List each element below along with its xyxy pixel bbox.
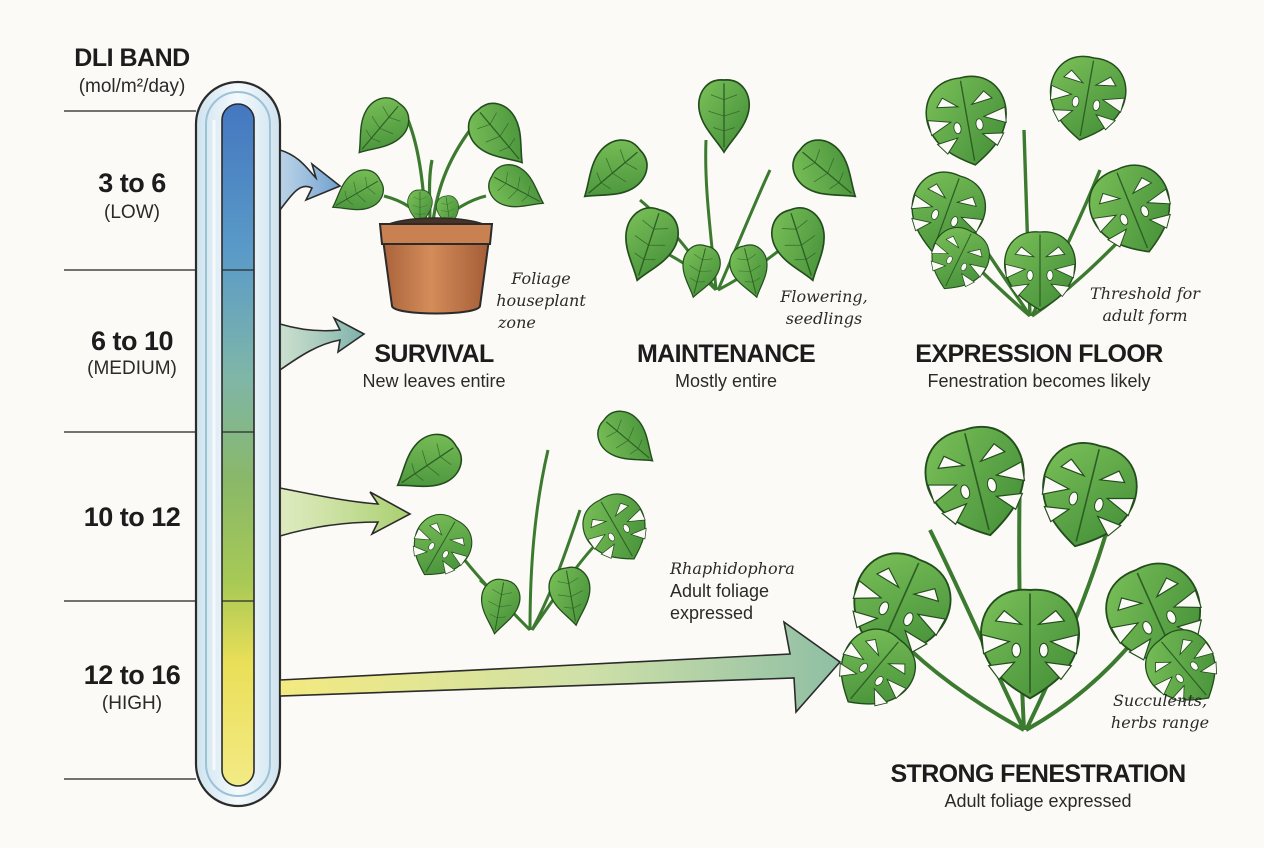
arrow-mid [279,487,412,538]
note-threshold: Threshold for adult form [1080,283,1210,327]
axis-unit: (mol/m²/day) [78,76,186,97]
monstera-mature-illustration [819,416,1236,732]
note-flowering-line: Flowering, [780,287,868,306]
band-high-level: (HIGH) [101,693,163,714]
band-dividers [64,110,196,780]
note-rhaphidophora-line: Adult foliage [670,581,770,601]
band-mid-range: 10 to 12 [83,502,181,532]
note-rhaphidophora: Rhaphidophora Adult foliage expressed [670,558,840,624]
band-high-range: 12 to 16 [83,660,181,690]
band-low-level: (LOW) [104,202,160,223]
axis-title: DLI BAND [74,44,190,72]
stage-strong-desc: Adult foliage expressed [944,791,1132,811]
arrow-low [279,148,342,213]
note-succulents: Succulents, herbs range [1100,690,1220,734]
note-rhaphidophora-line: expressed [670,603,754,623]
stage-maintenance-title: MAINTENANCE [636,340,816,368]
band-medium-level: (MEDIUM) [87,358,177,379]
note-flowering: Flowering, seedlings [774,286,874,330]
band-low-range: 3 to 6 [98,168,166,198]
note-threshold-line: Threshold for [1090,284,1200,303]
arrow-medium [279,316,366,372]
rhaphidophora-illustration [383,402,668,638]
stage-maintenance-desc: Mostly entire [674,371,778,391]
stage-strong-title: STRONG FENESTRATION [890,760,1186,788]
heartleaf-plant-illustration [567,79,873,303]
note-foliage: Foliage houseplant zone [476,268,606,334]
stage-survival-title: SURVIVAL [374,340,494,368]
stage-expression-desc: Fenestration becomes likely [927,371,1151,391]
potted-seedling-illustration [322,88,554,315]
note-foliage-line: houseplant [496,291,586,310]
dli-tube [194,80,282,808]
note-succulents-line: Succulents, [1112,691,1208,710]
note-threshold-line: adult form [1102,306,1188,325]
stage-expression-title: EXPRESSION FLOOR [915,340,1163,368]
note-rhaphidophora-species: Rhaphidophora [670,559,795,578]
stage-survival-desc: New leaves entire [362,371,506,391]
note-flowering-line: seedlings [785,309,863,328]
note-foliage-line: zone [498,313,536,332]
note-succulents-line: herbs range [1110,713,1210,732]
band-medium-range: 6 to 10 [90,326,174,356]
arrow-high [279,620,842,714]
monstera-young-illustration [897,50,1187,318]
note-foliage-line: Foliage [511,269,571,288]
